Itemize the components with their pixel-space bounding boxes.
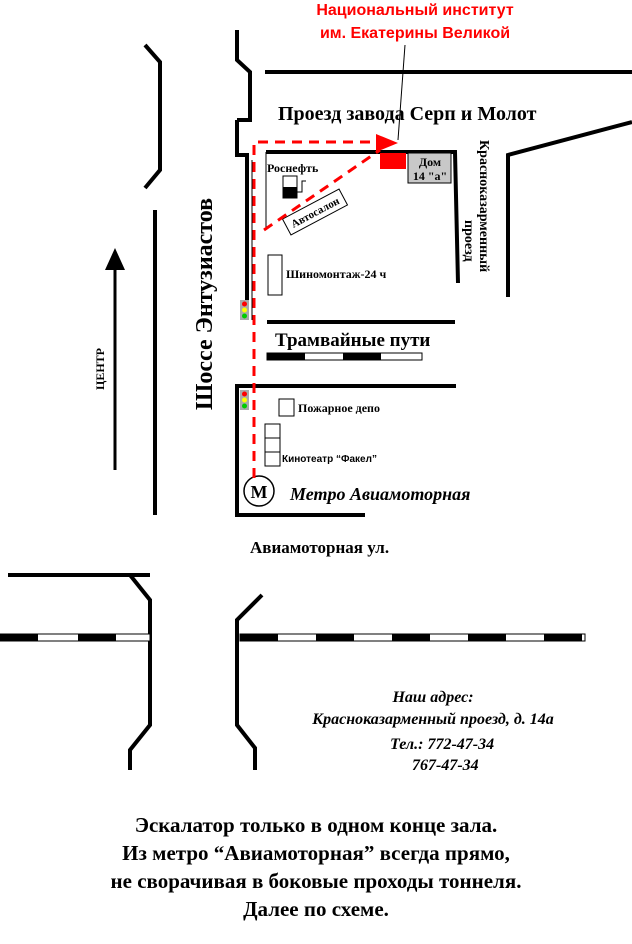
address-heading: Наш адрес: <box>391 689 473 706</box>
address-block: Наш адрес: Красноказарменный проезд, д. … <box>311 689 554 774</box>
block-edge <box>266 150 460 284</box>
proezd-label: проезд <box>461 220 476 262</box>
fire-station-building <box>278 398 295 417</box>
traffic-light-icon <box>240 390 249 410</box>
dom-label-1: Дом <box>419 155 441 169</box>
aviamotornaya-street-label: Авиамоторная ул. <box>250 538 389 557</box>
dom-label-2: 14 "а" <box>413 169 447 183</box>
direction-line: Из метро “Авиамоторная” всегда прямо, <box>122 841 510 865</box>
shosse-right-edge <box>235 30 456 517</box>
cinema-label: Кинотеатр “Факел” <box>282 454 377 465</box>
rosneft-label: Роснефть <box>267 161 319 175</box>
shosse-label: Шоссе Энтузиастов <box>192 198 218 410</box>
rail-track <box>0 633 586 642</box>
shosse-left-edge <box>143 43 162 515</box>
center-label: ЦЕНТР <box>93 348 107 390</box>
institute-title-line1: Национальный институт <box>316 2 513 19</box>
lower-roads <box>8 573 264 770</box>
metro-symbol: М <box>251 482 268 502</box>
walking-route <box>252 140 388 478</box>
fuel-pump-icon <box>282 175 306 199</box>
metro-label: Метро Авиамоторная <box>289 484 470 504</box>
directions: Эскалатор только в одном конце зала. Из … <box>111 813 522 921</box>
cinema-building <box>264 423 281 467</box>
tire-service-label: Шиномонтаж-24 ч <box>286 267 386 281</box>
dom-14a <box>407 152 452 184</box>
direction-line: Эскалатор только в одном конце зала. <box>135 813 498 837</box>
title-pointer <box>397 44 406 141</box>
krasnokazarm-label: Красноказарменный <box>476 140 491 272</box>
route-arrowhead <box>376 134 398 152</box>
address-phone2: 767-47-34 <box>412 757 479 774</box>
traffic-light-icon <box>240 300 249 320</box>
tram-label: Трамвайные пути <box>275 330 430 351</box>
krasnokazarm-east-edge <box>506 120 632 297</box>
institute-building <box>380 153 406 169</box>
address-street: Красноказарменный проезд, д. 14а <box>311 711 554 728</box>
institute-title-line2: им. Екатерины Великой <box>320 25 510 42</box>
metro-icon <box>243 475 275 507</box>
tram-track <box>266 352 423 361</box>
tire-service-building <box>267 254 283 296</box>
serp-molot-label: Проезд завода Серп и Молот <box>278 103 537 125</box>
address-phone1: Тел.: 772-47-34 <box>390 736 494 753</box>
direction-line: не сворачивая в боковые проходы тоннеля. <box>111 869 522 893</box>
fire-station-label: Пожарное депо <box>298 401 380 415</box>
center-arrow <box>105 248 125 470</box>
direction-line: Далее по схеме. <box>243 897 389 921</box>
